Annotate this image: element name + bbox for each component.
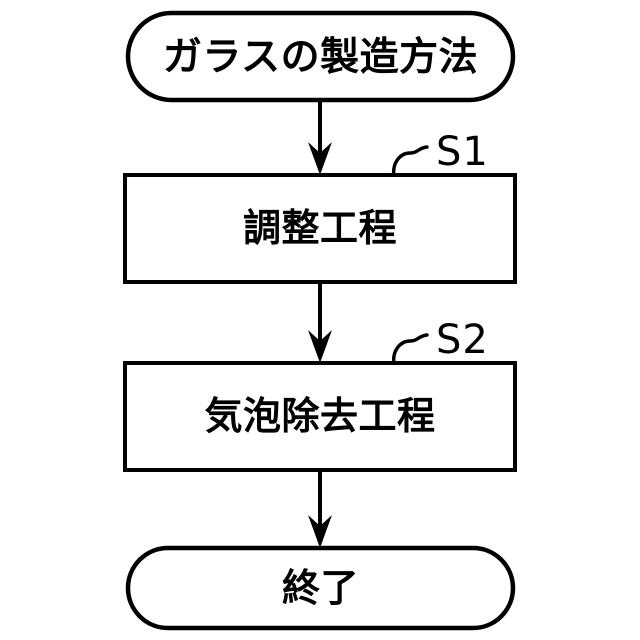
node-step-s2-label: 気泡除去工程 [204,394,436,438]
node-step-s2-shape [123,361,517,472]
node-step-s1-label: 調整工程 [242,206,397,250]
step-ref-label-s1: S1 [436,129,489,175]
node-end-label: 終了 [281,566,359,610]
arrowhead-s2-to-end [308,515,332,548]
arrowhead-s1-to-s2 [308,330,332,363]
step-ref-label-s2: S2 [436,317,489,363]
node-end-shape [125,545,516,631]
node-step-s1-shape [123,173,517,284]
leader-line-s1 [392,145,429,178]
arrowhead-start-to-s1 [308,142,332,175]
leader-line-s2 [392,333,429,366]
node-start-label: ガラスの製造方法 [162,35,479,80]
